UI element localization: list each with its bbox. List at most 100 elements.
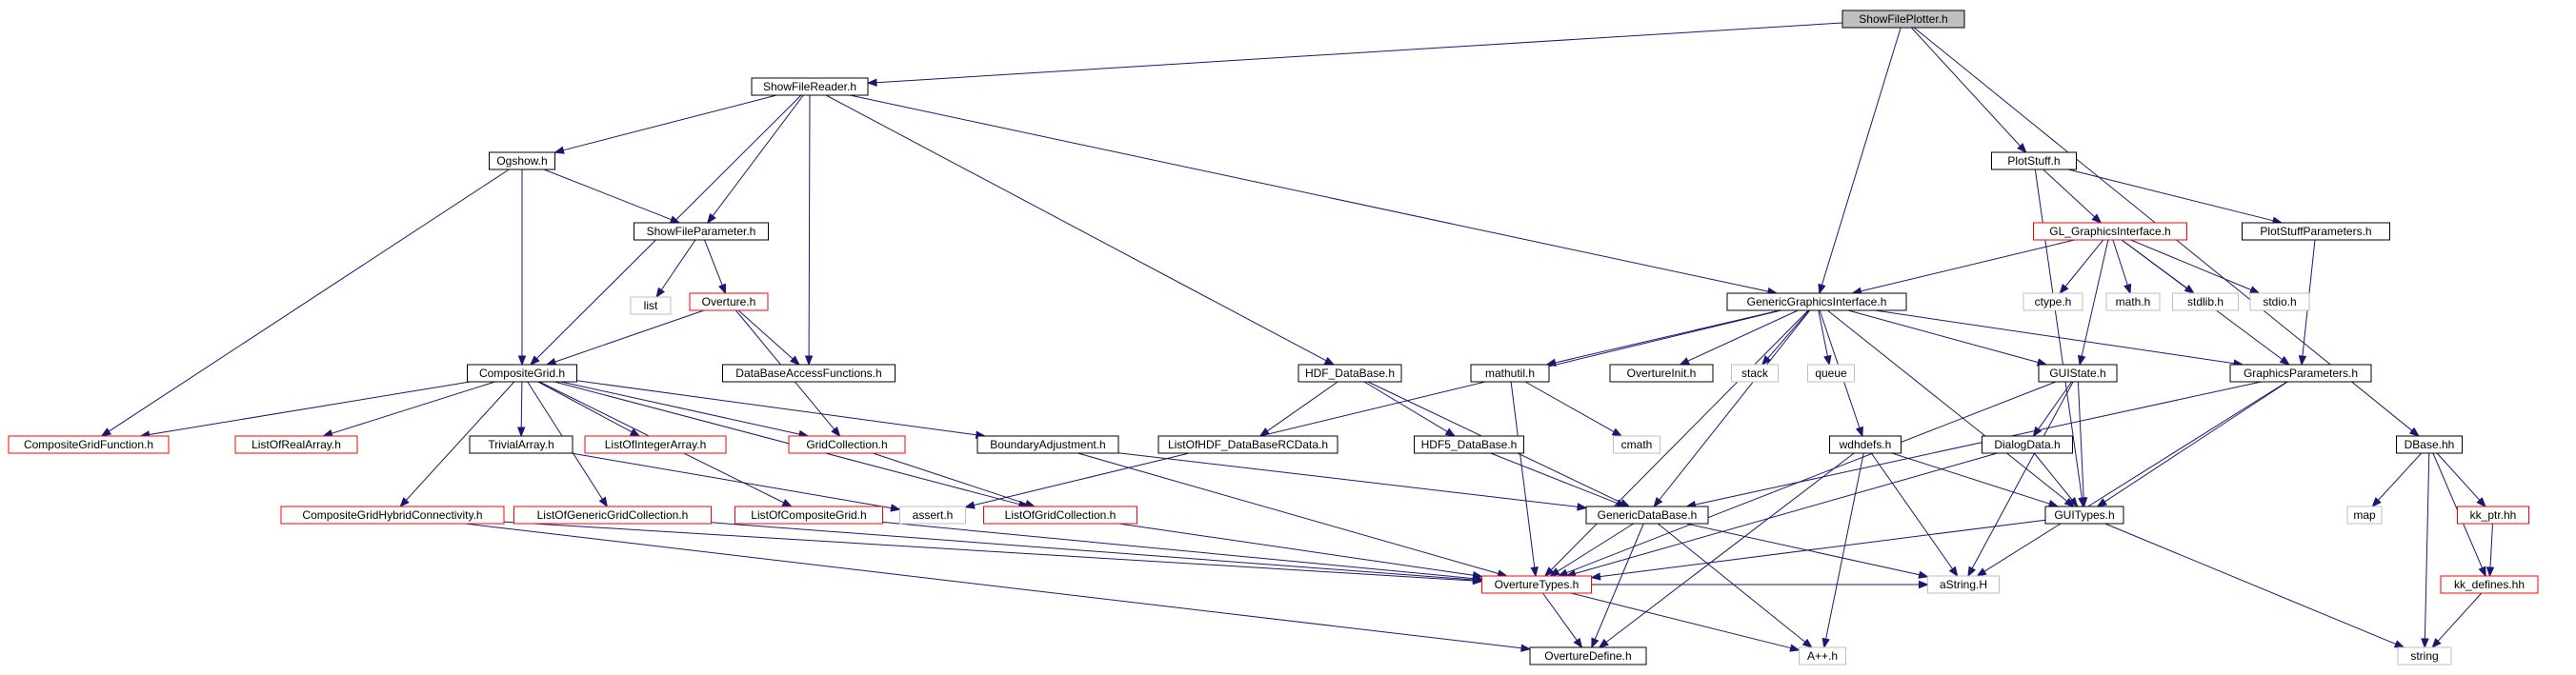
node-label: DBase.hh xyxy=(2405,438,2455,451)
node-compositegrid[interactable]: CompositeGrid.h xyxy=(467,364,577,383)
node-ctype[interactable]: ctype.h xyxy=(2023,292,2083,311)
edge-line xyxy=(2437,592,2483,642)
node-layer: ShowFilePlotter.hShowFileReader.hOgshow.… xyxy=(8,10,2539,665)
edge-arrowhead xyxy=(2059,283,2069,295)
node-listofcompositegrid[interactable]: ListOfCompositeGrid.h xyxy=(735,506,883,525)
node-overturetypes[interactable]: OvertureTypes.h xyxy=(1481,575,1592,594)
edge-arrowhead xyxy=(629,427,641,437)
edge-gl-graphicsinterface-to-stdio xyxy=(2130,239,2261,294)
edge-overture-to-databaseaccessfunctions xyxy=(737,309,800,366)
node-listofgridcollection[interactable]: ListOfGridCollection.h xyxy=(983,506,1137,525)
node-label: stack xyxy=(1741,367,1769,380)
node-genericdatabase[interactable]: GenericDataBase.h xyxy=(1585,506,1709,525)
node-guistate[interactable]: GUIState.h xyxy=(2038,364,2118,383)
node-plotstuffparameters[interactable]: PlotStuffParameters.h xyxy=(2242,222,2390,241)
node-overturedefine[interactable]: OvertureDefine.h xyxy=(1529,646,1647,665)
node-databaseaccessfunctions[interactable]: DataBaseAccessFunctions.h xyxy=(722,364,896,383)
edge-arrowhead xyxy=(553,146,565,154)
node-guitypes[interactable]: GUITypes.h xyxy=(2044,506,2124,525)
node-plotstuff[interactable]: PlotStuff.h xyxy=(1991,151,2077,170)
edge-genericgraphicsinterface-to-guistate xyxy=(1847,309,2048,367)
node-genericgraphicsinterface[interactable]: GenericGraphicsInterface.h xyxy=(1726,292,1907,311)
edge-arrowhead xyxy=(517,355,527,367)
node-hdf5-database[interactable]: HDF5_DataBase.h xyxy=(1414,435,1524,454)
node-boundaryadjustment[interactable]: BoundaryAdjustment.h xyxy=(976,435,1119,454)
node-assert[interactable]: assert.h xyxy=(899,506,966,525)
node-string[interactable]: string xyxy=(2397,646,2452,665)
edge-line xyxy=(660,239,696,290)
node-kk-ptr[interactable]: kk_ptr.hh xyxy=(2457,506,2529,525)
edge-arrowhead xyxy=(2298,355,2307,367)
node-stdlib[interactable]: stdlib.h xyxy=(2172,292,2239,311)
node-listofgenericgridcollection[interactable]: ListOfGenericGridCollection.h xyxy=(513,506,712,525)
node-astring[interactable]: aString.H xyxy=(1927,575,2000,594)
node-mathutil[interactable]: mathutil.h xyxy=(1470,364,1550,383)
node-box xyxy=(2033,222,2187,241)
node-wdhdefs[interactable]: wdhdefs.h xyxy=(1829,435,1902,454)
edge-line xyxy=(1600,519,2046,578)
node-listofhdf[interactable]: ListOfHDF_DataBaseRCData.h xyxy=(1157,435,1338,454)
node-box xyxy=(1470,364,1550,383)
node-map[interactable]: map xyxy=(2346,506,2383,525)
node-label: assert.h xyxy=(913,508,954,522)
node-gridcollection[interactable]: GridCollection.h xyxy=(788,435,906,454)
edge-genericdatabase-to-overturedefine xyxy=(1591,523,1644,649)
node-box xyxy=(2044,506,2124,525)
node-showfileplotter[interactable]: ShowFilePlotter.h xyxy=(1841,10,1965,29)
node-list[interactable]: list xyxy=(630,296,672,315)
node-listofintegerarray[interactable]: ListOfIntegerArray.h xyxy=(584,435,727,454)
node-queue[interactable]: queue xyxy=(1807,364,1855,383)
edge-line xyxy=(503,521,1474,582)
node-listofrealarray[interactable]: ListOfRealArray.h xyxy=(234,435,358,454)
node-stack[interactable]: stack xyxy=(1731,364,1779,383)
edge-arrowhead xyxy=(516,427,526,438)
node-showfileparameter[interactable]: ShowFileParameter.h xyxy=(634,222,769,241)
edge-arrowhead xyxy=(1919,580,1929,589)
node-math[interactable]: math.h xyxy=(2105,292,2161,311)
edge-line xyxy=(1983,381,2287,572)
node-stdio[interactable]: stdio.h xyxy=(2249,292,2310,311)
edge-arrowhead xyxy=(1823,354,1832,367)
node-app[interactable]: A++.h xyxy=(1799,646,1846,665)
edge-overturetypes-to-astring xyxy=(1591,580,1929,589)
node-box xyxy=(735,506,883,525)
edge-arrowhead xyxy=(2032,426,2043,438)
edge-line xyxy=(1118,523,1474,576)
node-label: ListOfCompositeGrid.h xyxy=(751,508,866,522)
node-box xyxy=(1414,435,1524,454)
node-overtureinit[interactable]: OvertureInit.h xyxy=(1609,364,1714,383)
edge-boundaryadjustment-to-overturetypes xyxy=(1077,452,1508,578)
node-compositegridfunction[interactable]: CompositeGridFunction.h xyxy=(8,435,170,454)
node-trivialarray[interactable]: TrivialArray.h xyxy=(469,435,574,454)
node-label: wdhdefs.h xyxy=(1839,438,1892,451)
edge-line xyxy=(1542,592,1578,641)
edge-arrowhead xyxy=(399,497,410,508)
edge-line xyxy=(704,239,723,286)
edge-arrowhead xyxy=(790,355,800,366)
edge-line xyxy=(331,381,495,434)
node-gl-graphicsinterface[interactable]: GL_GraphicsInterface.h xyxy=(2033,222,2187,241)
edge-arrowhead xyxy=(706,212,716,225)
edge-plotstuff-to-gl-graphicsinterface xyxy=(2043,169,2103,224)
node-label: GenericDataBase.h xyxy=(1598,508,1698,522)
node-overture[interactable]: Overture.h xyxy=(689,292,769,311)
edge-line xyxy=(1891,452,2050,505)
node-showfilereader[interactable]: ShowFileReader.h xyxy=(751,77,869,96)
node-kk-defines[interactable]: kk_defines.hh xyxy=(2440,575,2539,594)
edge-line xyxy=(1570,592,1791,649)
node-cmath[interactable]: cmath xyxy=(1613,435,1660,454)
edge-line xyxy=(974,309,1781,506)
node-ogshow[interactable]: Ogshow.h xyxy=(489,151,555,170)
node-hdf-database[interactable]: HDF_DataBase.h xyxy=(1298,364,1402,383)
node-compositegridhybridconnectivity[interactable]: CompositeGridHybridConnectivity.h xyxy=(280,506,505,525)
edge-line xyxy=(537,381,633,433)
node-dbase[interactable]: DBase.hh xyxy=(2396,435,2463,454)
edge-arrowhead xyxy=(804,355,814,367)
node-graphicsparameters[interactable]: GraphicsParameters.h xyxy=(2229,364,2372,383)
edge-showfileplotter-to-genericgraphicsinterface xyxy=(1818,27,1902,295)
node-box xyxy=(584,435,727,454)
edge-arrowhead xyxy=(1591,637,1600,649)
edge-line xyxy=(2081,239,2109,357)
node-dialogdata[interactable]: DialogData.h xyxy=(1982,435,2073,454)
node-label: ShowFileReader.h xyxy=(763,80,856,93)
